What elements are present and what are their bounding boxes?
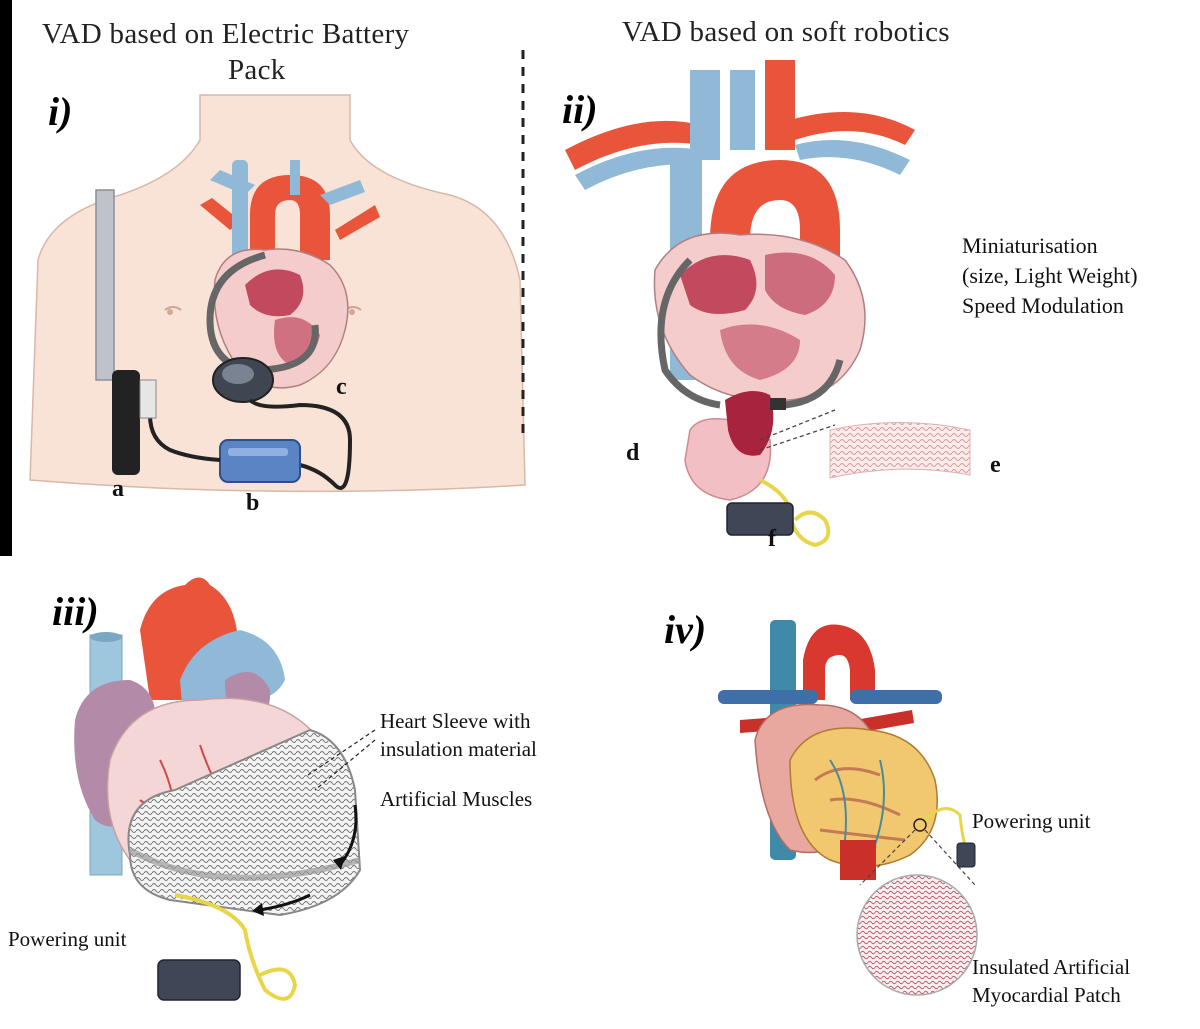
- panel-iii-number: iii): [52, 589, 99, 634]
- panel-iv-number: iv): [664, 607, 707, 652]
- label-a: a: [112, 476, 124, 502]
- feature-miniaturisation: Miniaturisation: [962, 233, 1098, 258]
- myocardial-patch: [856, 874, 978, 996]
- panel-ii-title: VAD based on soft robotics: [622, 16, 950, 48]
- soft-mesh-e: [829, 422, 971, 479]
- feature-size-weight: (size, Light Weight): [962, 263, 1138, 288]
- powering-unit-iii: [157, 959, 241, 1001]
- powering-unit-label-iii: Powering unit: [8, 927, 127, 951]
- panel-ii-drawing: [565, 60, 971, 548]
- panel-i-number: i): [48, 89, 73, 134]
- label-f: f: [768, 526, 776, 552]
- sleeve-label-line1: Heart Sleeve with: [380, 709, 531, 733]
- artificial-muscles-label: Artificial Muscles: [380, 787, 533, 811]
- label-d: d: [626, 440, 640, 466]
- panel-i-title-line2: Pack: [228, 54, 286, 86]
- patch-label-line2: Myocardial Patch: [972, 983, 1121, 1007]
- label-c: c: [336, 374, 347, 400]
- panel-iv-drawing: [718, 620, 978, 996]
- powering-unit-iv: [956, 842, 976, 868]
- patch-label-line1: Insulated Artificial: [972, 955, 1131, 979]
- panel-iii-drawing: [74, 577, 376, 1001]
- label-b: b: [246, 490, 260, 516]
- left-edge-bar: [0, 0, 12, 556]
- panel-ii-number: ii): [562, 87, 598, 132]
- label-e: e: [990, 452, 1001, 478]
- feature-speed-modulation: Speed Modulation: [962, 293, 1124, 318]
- sleeve-label-line2: insulation material: [380, 737, 537, 761]
- panel-i-title-line1: VAD based on Electric Battery: [42, 18, 410, 50]
- controller-b: [219, 439, 301, 483]
- powering-unit-f: [726, 502, 794, 536]
- aorta-arch-i: [250, 175, 330, 260]
- panel-i-drawing: [29, 94, 526, 493]
- powering-unit-label-iv: Powering unit: [972, 809, 1091, 833]
- battery-stick-a: [95, 189, 115, 381]
